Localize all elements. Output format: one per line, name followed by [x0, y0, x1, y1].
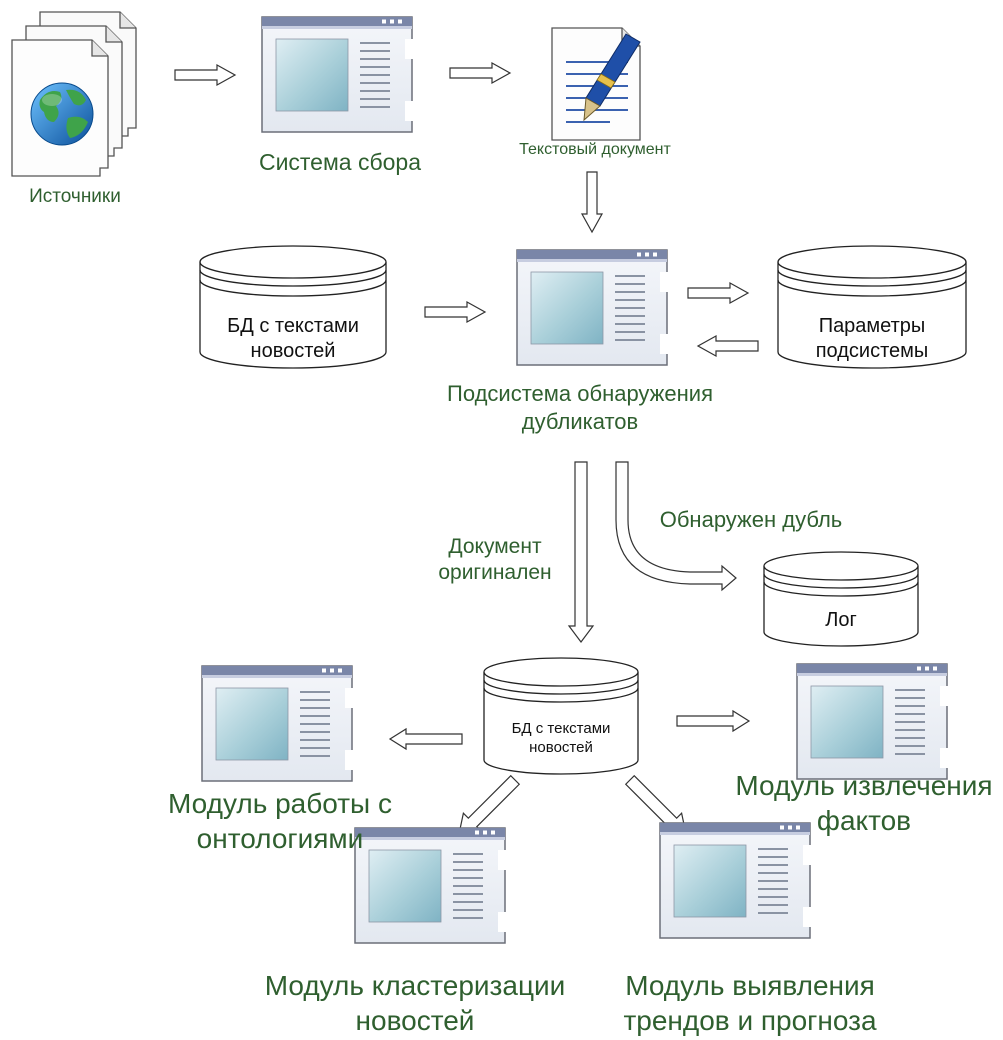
original-doc-label: Документ оригинален: [420, 534, 570, 587]
db-news-bottom-line1: БД с текстами: [511, 720, 611, 737]
sources-label: Источники: [29, 186, 121, 207]
flow-arrow-db-facts: [676, 709, 751, 733]
facts-line2: фактов: [816, 805, 912, 836]
facts-line1: Модуль извлечения: [735, 770, 993, 801]
db-news-bottom-line2: новостей: [529, 738, 593, 756]
log-label: Лог: [825, 609, 857, 631]
ontology-window-icon: [201, 665, 354, 782]
clustering-line1: Модуль кластеризации: [264, 970, 566, 1001]
dedup-line2: дубликатов: [521, 408, 639, 434]
trends-line2: трендов и прогноза: [623, 1005, 877, 1036]
flow-arrow-dbnews-dedup: [424, 301, 486, 323]
ontology-line1: Модуль работы с: [168, 788, 392, 819]
db-news-top-line2: новостей: [250, 340, 336, 362]
facts-window-icon: [796, 663, 949, 780]
original-doc-line1: Документ: [448, 535, 542, 558]
duplicate-found-label: Обнаружен дубль: [659, 507, 843, 532]
dedup-line1: Подсистема обнаружения: [447, 381, 713, 406]
dedup-window-icon: [516, 249, 669, 366]
original-doc-line2: оригинален: [438, 561, 552, 585]
params-line2: подсистемы: [815, 340, 929, 362]
db-news-bottom-label: БД с текстами новостей: [484, 720, 638, 758]
flow-arrow-textdoc-dedup: [581, 171, 603, 233]
collector-window-icon: [261, 16, 414, 133]
documents-globe-icon: [11, 11, 137, 177]
flow-arrow-sources-collector: [174, 64, 236, 86]
flow-arrow-params-dedup: [697, 335, 759, 357]
database-icon-news-bottom: [483, 657, 639, 775]
params-line1: Параметры: [818, 315, 926, 337]
flow-arrow-duplicate-curve: [615, 461, 737, 592]
database-icon-log: [763, 551, 919, 647]
collector-label: Система сбора: [258, 149, 422, 175]
trends-line1: Модуль выявления: [625, 970, 875, 1001]
dedup-label: Подсистема обнаружения дубликатов: [410, 380, 750, 435]
facts-label: Модуль извлечения фактов: [728, 768, 1000, 838]
clustering-line2: новостей: [355, 1005, 475, 1036]
document-pen-icon: [551, 27, 641, 141]
db-news-top-line1: БД с текстами: [227, 315, 359, 337]
db-news-top-label: БД с текстами новостей: [200, 314, 386, 364]
database-icon-params: [777, 245, 967, 369]
flow-arrow-original-down: [567, 461, 595, 643]
database-icon-news-top: [199, 245, 387, 369]
flow-arrow-dedup-params: [687, 282, 749, 304]
flow-arrow-db-ontology: [388, 727, 463, 751]
trends-window-icon: [659, 822, 812, 939]
text-doc-label: Текстовый документ: [519, 141, 671, 158]
ontology-label: Модуль работы с онтологиями: [150, 786, 410, 856]
params-label: Параметры подсистемы: [778, 314, 966, 364]
ontology-line2: онтологиями: [196, 823, 364, 854]
clustering-label: Модуль кластеризации новостей: [250, 968, 580, 1038]
trends-label: Модуль выявления трендов и прогноза: [605, 968, 895, 1038]
flow-arrow-collector-textdoc: [449, 62, 511, 84]
